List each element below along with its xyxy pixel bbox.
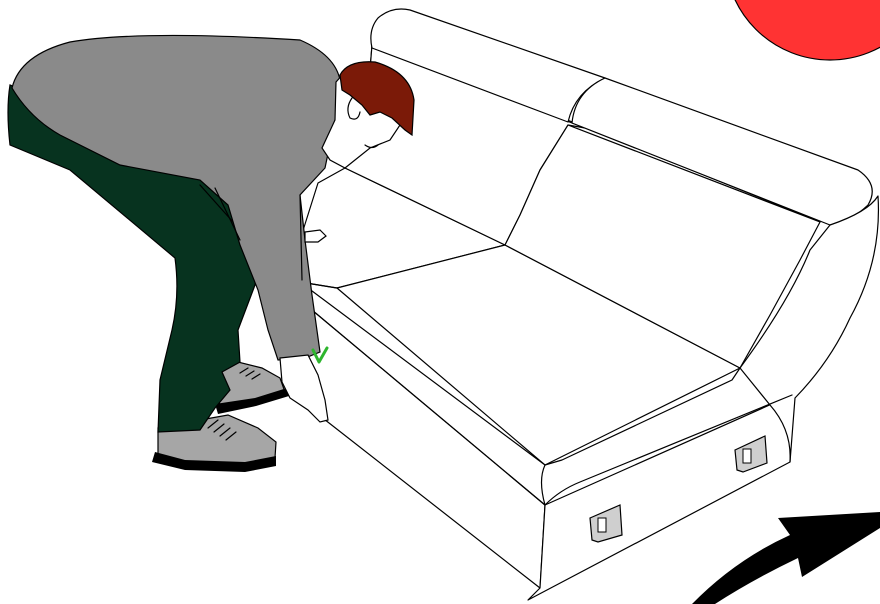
- red-circle-icon: [725, 0, 880, 60]
- curved-arrow-icon: [692, 512, 880, 604]
